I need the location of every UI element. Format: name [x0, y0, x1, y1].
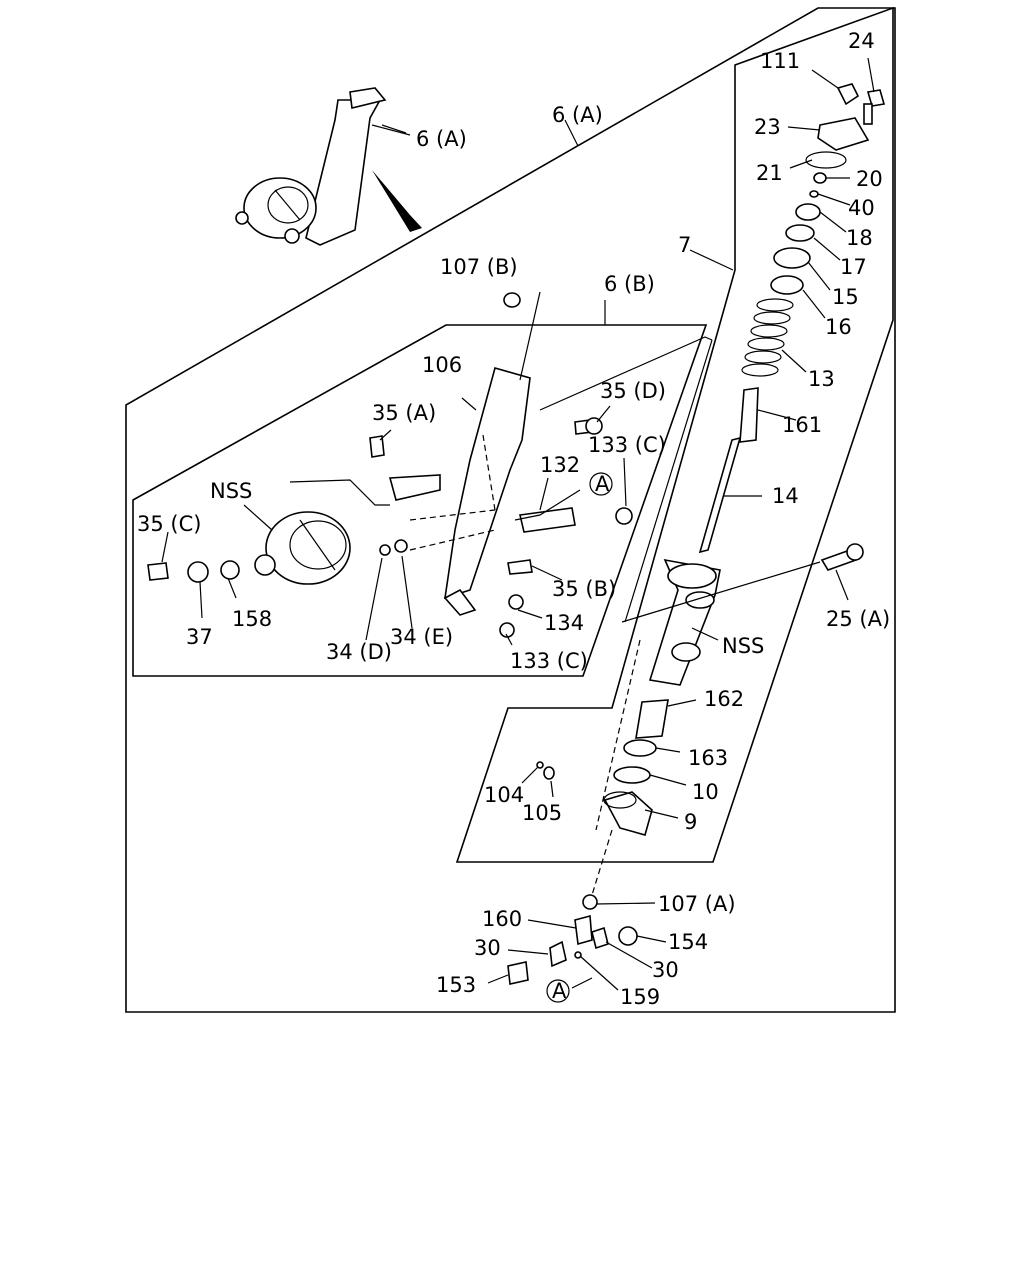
- label-nss-left: NSS: [210, 479, 252, 503]
- label-a-bottom: A: [552, 979, 567, 1003]
- guide-line-7: [689, 249, 734, 271]
- label-10: 10: [692, 780, 719, 804]
- label-30-left: 30: [474, 936, 501, 960]
- callout-circle-a-bottom: [546, 979, 570, 1003]
- spring-assembly: [536, 83, 886, 836]
- label-111: 111: [760, 49, 800, 73]
- spring-coils: [741, 298, 794, 377]
- label-6a-inset: 6 (A): [416, 127, 467, 151]
- label-35d: 35 (D): [600, 379, 666, 403]
- label-35b: 35 (B): [552, 577, 616, 601]
- label-163: 163: [688, 746, 728, 770]
- guide-line-6a: [564, 119, 579, 147]
- label-23: 23: [754, 115, 781, 139]
- callout-circle-a-top: [589, 472, 613, 496]
- label-153: 153: [436, 973, 476, 997]
- label-133c-top: 133 (C): [588, 433, 666, 457]
- label-161: 161: [782, 413, 822, 437]
- label-18: 18: [846, 226, 873, 250]
- label-35a: 35 (A): [372, 401, 436, 425]
- label-162: 162: [704, 687, 744, 711]
- label-34d: 34 (D): [326, 640, 392, 664]
- part-labels: 24 111 23 21 20 40 18 17 15 16 13 161 14…: [137, 29, 890, 1009]
- inner-panel-right: [455, 6, 894, 863]
- label-105: 105: [522, 801, 562, 825]
- label-158: 158: [232, 607, 272, 631]
- label-17: 17: [840, 255, 867, 279]
- label-159: 159: [620, 985, 660, 1009]
- label-9: 9: [684, 810, 697, 834]
- label-7: 7: [678, 233, 691, 257]
- label-6b: 6 (B): [604, 272, 655, 296]
- inset-assembly: [235, 87, 422, 246]
- label-a-top: A: [595, 472, 610, 496]
- label-40: 40: [848, 196, 875, 220]
- outer-frame: [125, 7, 896, 1013]
- label-106: 106: [422, 353, 462, 377]
- bracket-assembly: [147, 291, 713, 638]
- label-21: 21: [756, 161, 783, 185]
- label-107a: 107 (A): [658, 892, 736, 916]
- label-107b: 107 (B): [440, 255, 518, 279]
- label-15: 15: [832, 285, 859, 309]
- label-24: 24: [848, 29, 875, 53]
- label-25a: 25 (A): [826, 607, 890, 631]
- label-14: 14: [772, 484, 799, 508]
- label-37: 37: [186, 625, 213, 649]
- inner-panel-left: [132, 324, 708, 677]
- label-154: 154: [668, 930, 708, 954]
- label-133c-bottom: 133 (C): [510, 649, 588, 673]
- label-132: 132: [540, 453, 580, 477]
- label-30-right: 30: [652, 958, 679, 982]
- leader-lines: [161, 57, 875, 991]
- label-160: 160: [482, 907, 522, 931]
- label-13: 13: [808, 367, 835, 391]
- label-104: 104: [484, 783, 524, 807]
- label-35c: 35 (C): [137, 512, 201, 536]
- label-134: 134: [544, 611, 584, 635]
- label-20: 20: [856, 167, 883, 191]
- label-nss-right: NSS: [722, 634, 764, 658]
- label-34e: 34 (E): [390, 625, 453, 649]
- label-16: 16: [825, 315, 852, 339]
- label-6a-top: 6 (A): [552, 103, 603, 127]
